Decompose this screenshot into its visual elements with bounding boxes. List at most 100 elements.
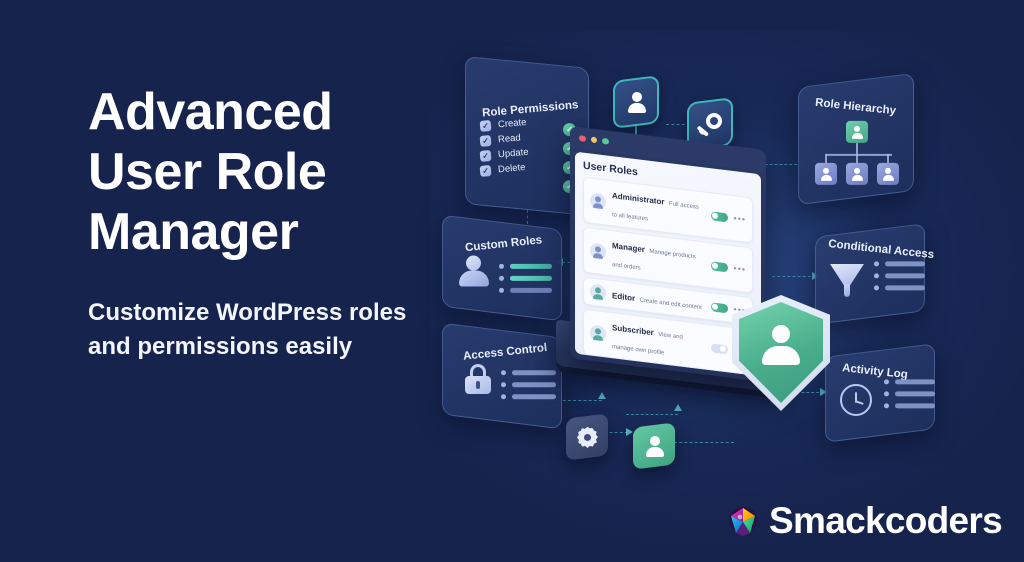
line-bar (885, 273, 925, 279)
avatar (590, 242, 606, 261)
permission-item[interactable]: ✓ Create (479, 116, 529, 132)
user-tile-icon (644, 436, 665, 457)
line-bar (895, 391, 935, 397)
role-toggle[interactable] (710, 210, 728, 222)
avatar (590, 324, 606, 343)
role-description: Manage products and orders (612, 248, 696, 272)
lock-icon (465, 364, 491, 395)
page-subtitle: Customize WordPress roles and permission… (88, 299, 407, 360)
bullet-dot (501, 382, 506, 388)
card-role-hierarchy[interactable]: Role Hierarchy (798, 72, 914, 206)
connector-line (527, 210, 528, 224)
role-toggle[interactable] (710, 342, 728, 354)
user-badge-icon (626, 92, 647, 113)
permission-list: ✓ Create ✓ Read ✓ Update ✓ Delete (479, 116, 530, 177)
card-line-list (501, 370, 556, 400)
card-title: Role Permissions (481, 99, 579, 120)
hierarchy-child-node[interactable] (846, 162, 868, 185)
permission-label: Update (497, 146, 530, 161)
key-badge-icon (696, 113, 722, 137)
user-icon (459, 255, 489, 288)
card-line-list (874, 261, 925, 291)
checkbox-checked-icon[interactable]: ✓ (479, 119, 492, 132)
connector-line (674, 442, 734, 443)
connector-arrow (820, 388, 827, 396)
line-bar (895, 379, 935, 385)
card-activity-log[interactable]: Activity Log (825, 343, 935, 443)
bullet-dot (874, 273, 879, 279)
hero-copy: Advanced User Role Manager Customize Wor… (88, 82, 448, 364)
checkbox-checked-icon[interactable]: ✓ (479, 134, 492, 147)
funnel-icon (830, 264, 864, 298)
bullet-dot (874, 285, 879, 291)
card-title: Custom Roles (464, 234, 543, 255)
line-bar (512, 394, 556, 400)
connector-line (542, 400, 602, 401)
card-title: Activity Log (841, 362, 909, 382)
bullet-dot (499, 263, 504, 269)
bullet-dot (501, 370, 506, 376)
card-conditional-access[interactable]: Conditional Access (815, 223, 935, 325)
user-icon (820, 167, 833, 180)
user-icon (851, 125, 864, 138)
connector-line (626, 414, 678, 415)
illustration: Role Permissions ✓ Create ✓ Read ✓ Updat… (420, 0, 1024, 562)
card-custom-roles[interactable]: Custom Roles (442, 214, 562, 322)
more-options-icon[interactable]: ••• (733, 263, 746, 275)
checkbox-checked-icon[interactable]: ✓ (479, 149, 492, 162)
card-title: Role Hierarchy (814, 96, 897, 118)
user-tile[interactable] (633, 422, 675, 470)
bullet-dot (501, 394, 506, 400)
card-line-list (499, 263, 552, 293)
connector-arrow (674, 404, 682, 411)
role-toggle[interactable] (710, 260, 728, 272)
minimize-dot-icon[interactable] (590, 136, 597, 144)
connector-line (772, 276, 816, 277)
line-bar (510, 263, 552, 269)
gear-tile-icon (577, 427, 598, 448)
line-bar (512, 370, 556, 376)
settings-tile[interactable] (566, 413, 608, 461)
permission-item[interactable]: ✓ Delete (479, 161, 529, 177)
role-name: Administrator (612, 191, 665, 207)
card-line-list (884, 379, 935, 409)
avatar (590, 192, 606, 211)
avatar (590, 283, 606, 302)
permission-item[interactable]: ✓ Read (479, 132, 529, 147)
permission-label: Read (497, 132, 522, 146)
line-bar (510, 287, 552, 293)
close-dot-icon[interactable] (579, 134, 586, 143)
permission-label: Create (497, 116, 527, 131)
maximize-dot-icon[interactable] (602, 137, 609, 145)
bullet-dot (499, 287, 504, 293)
hierarchy-child-node[interactable] (877, 162, 899, 185)
permission-label: Delete (497, 161, 526, 176)
role-name: Subscriber (612, 323, 654, 338)
bullet-dot (499, 275, 504, 281)
connector-arrow (598, 392, 606, 399)
role-toggle[interactable] (710, 301, 728, 313)
user-badge[interactable] (613, 75, 659, 129)
bullet-dot (884, 391, 889, 397)
brand-logo[interactable]: Smackcoders (726, 500, 1003, 542)
bullet-dot (874, 261, 879, 267)
role-name: Editor (612, 291, 636, 303)
card-access-control[interactable]: Access Control (442, 322, 562, 430)
bullet-dot (884, 379, 889, 385)
checkbox-checked-icon[interactable]: ✓ (479, 164, 492, 177)
bullet-dot (884, 403, 889, 409)
connector-line (666, 124, 690, 125)
brand-name: Smackcoders (769, 500, 1003, 541)
hierarchy-root-node[interactable] (846, 120, 868, 143)
role-description: Create and edit content (639, 297, 702, 312)
hierarchy-child-node[interactable] (815, 162, 837, 185)
page-title: Advanced User Role Manager (88, 83, 333, 261)
card-title: Conditional Access (827, 238, 935, 262)
connector-arrow (626, 428, 633, 436)
line-bar (885, 285, 925, 291)
more-options-icon[interactable]: ••• (733, 213, 746, 225)
clock-icon (840, 383, 872, 416)
gem-logo-icon (726, 504, 760, 538)
permission-item[interactable]: ✓ Update (479, 146, 530, 162)
connector-line (750, 164, 802, 165)
